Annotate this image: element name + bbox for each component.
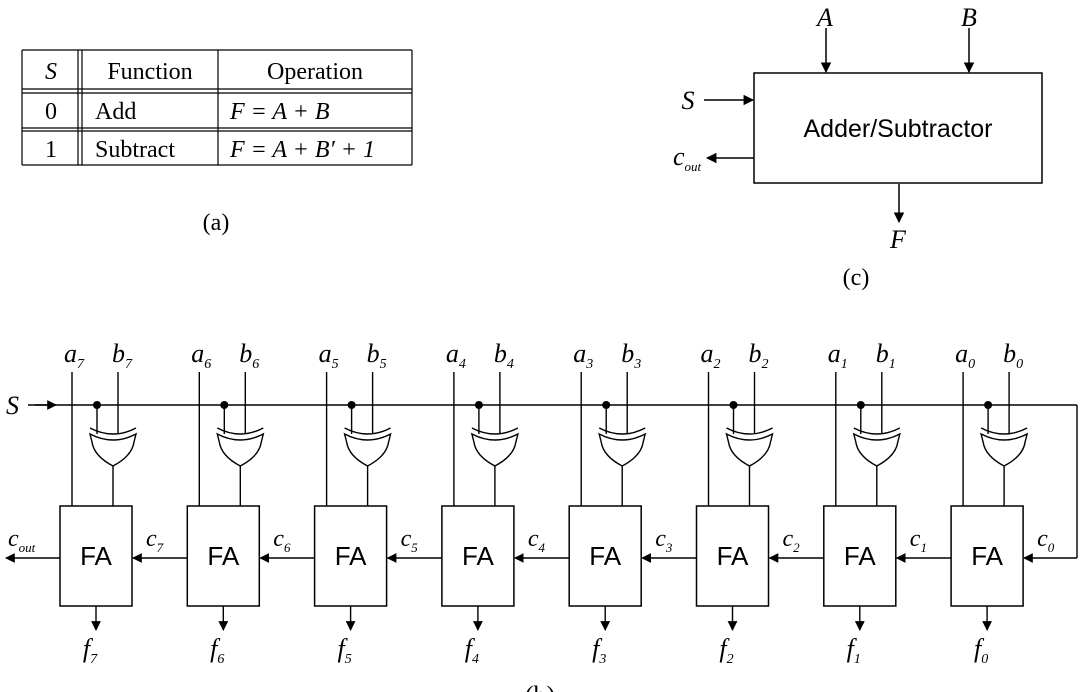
output-label-f: f3 <box>592 634 606 667</box>
input-label-b: b0 <box>1003 339 1023 372</box>
full-adder-label: FA <box>335 541 367 571</box>
full-adder-label: FA <box>589 541 621 571</box>
block-output-f-label: F <box>889 225 907 254</box>
table-cell: Add <box>95 99 136 125</box>
block-input-b-label: B <box>961 3 977 32</box>
xor-gate <box>852 432 901 467</box>
table-cell: 0 <box>45 99 57 125</box>
table-header-operation: Operation <box>267 59 363 85</box>
full-adder-label: FA <box>971 541 1003 571</box>
carry-out-label: cout <box>8 526 36 555</box>
full-adder-label: FA <box>717 541 749 571</box>
xor-gate <box>470 432 519 467</box>
xor-gate-back-curve <box>471 427 519 435</box>
xor-gate-back-curve <box>216 427 264 435</box>
block-input-a-label: A <box>815 3 833 32</box>
xor-gate-back-curve <box>980 427 1028 435</box>
carry-label: c4 <box>528 526 546 555</box>
input-label-b: b6 <box>239 339 259 372</box>
function-table <box>21 49 413 166</box>
full-adder-label: FA <box>80 541 112 571</box>
output-label-f: f1 <box>847 634 861 667</box>
table-cell: 1 <box>45 137 57 163</box>
output-label-f: f0 <box>974 634 988 667</box>
input-label-b: b2 <box>749 339 769 372</box>
carry-label: c5 <box>401 526 419 555</box>
table-header-function: Function <box>107 59 192 85</box>
output-label-f: f5 <box>337 634 351 667</box>
xor-gate <box>216 432 265 467</box>
carry-label: c6 <box>273 526 291 555</box>
xor-gate <box>725 432 774 467</box>
input-label-b: b5 <box>367 339 387 372</box>
output-label-f: f6 <box>210 634 224 667</box>
output-label-f: f4 <box>465 634 479 667</box>
caption-c: (c) <box>843 265 870 291</box>
xor-gate-back-curve <box>89 427 137 435</box>
input-label-a: a2 <box>701 339 721 372</box>
full-adder-label: FA <box>844 541 876 571</box>
input-label-a: a7 <box>64 339 85 372</box>
xor-gate <box>343 432 392 467</box>
xor-gate-back-curve <box>344 427 391 435</box>
full-adder-label: FA <box>462 541 494 571</box>
caption-b: (b) <box>525 681 555 692</box>
xor-gate-back-curve <box>598 427 646 435</box>
carry-label: c0 <box>1037 526 1055 555</box>
input-label-a: a4 <box>446 339 466 372</box>
carry-label: c1 <box>910 526 927 555</box>
carry-label: c3 <box>655 526 673 555</box>
input-label-a: a1 <box>828 339 848 372</box>
carry-label: c2 <box>783 526 801 555</box>
xor-gate <box>980 432 1029 467</box>
full-adder-label: FA <box>207 541 239 571</box>
block-diagram: Adder/Subtractor A B S F cout (c) <box>673 3 1043 291</box>
block-carry-out-label: cout <box>673 142 702 174</box>
input-label-b: b7 <box>112 339 133 372</box>
adder-subtractor-block <box>753 72 1043 184</box>
table-header-s: S <box>45 59 57 85</box>
input-label-b: b3 <box>621 339 641 372</box>
input-label-a: a3 <box>573 339 593 372</box>
carry-label: c7 <box>146 526 164 555</box>
xor-gate-back-curve <box>853 427 901 435</box>
input-label-a: a6 <box>191 339 211 372</box>
input-label-a: a0 <box>955 339 975 372</box>
xor-gate-back-curve <box>726 427 773 435</box>
xor-gate <box>88 432 138 467</box>
table-cell: F = A + B′ + 1 <box>229 137 375 163</box>
output-label-f: f7 <box>83 634 98 667</box>
block-input-s-label: S <box>682 86 695 115</box>
caption-a: (a) <box>203 210 230 236</box>
input-label-a: a5 <box>319 339 339 372</box>
xor-gate <box>598 432 647 467</box>
control-input-s-label: S <box>6 391 19 420</box>
output-label-f: f2 <box>719 634 733 667</box>
input-label-b: b4 <box>494 339 514 372</box>
table-cell: F = A + B <box>229 99 330 125</box>
table-cell: Subtract <box>95 137 175 163</box>
input-label-b: b1 <box>876 339 896 372</box>
block-title: Adder/Subtractor <box>804 115 993 143</box>
